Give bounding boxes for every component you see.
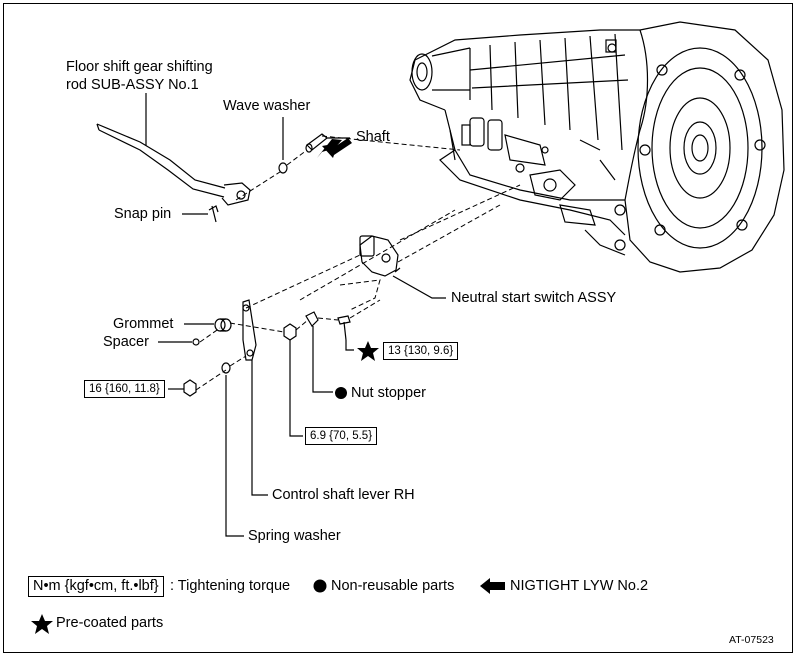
grommet-label: Grommet <box>113 316 174 332</box>
nut-stopper-part <box>305 311 333 393</box>
diagram-frame <box>3 3 793 653</box>
shift-rod <box>96 93 251 206</box>
legend-non-reusable-text: Non-reusable parts <box>331 578 455 594</box>
nut-stopper-dot-icon <box>335 387 347 399</box>
spring-washer-part <box>221 362 244 537</box>
star-icon-legend <box>31 614 53 634</box>
legend-tightening-text: : Tightening torque <box>170 578 291 594</box>
star-icon-bolt <box>357 341 379 361</box>
transmission-assembly <box>409 21 785 273</box>
spacer-part <box>158 338 200 346</box>
neutral-switch-label: Neutral start switch ASSY <box>451 290 617 306</box>
rod-label-line2: rod SUB-ASSY No.1 <box>66 77 199 93</box>
snap-pin-label: Snap pin <box>114 206 172 222</box>
figure-id: AT-07523 <box>729 634 774 646</box>
nut-mid-part <box>283 323 303 437</box>
nut-stopper-label: Nut stopper <box>351 385 426 401</box>
legend-units-box: N•m {kgf•cm, ft.•lbf} <box>28 576 164 597</box>
neutral-start-switch <box>359 235 446 299</box>
torque-box-nut-left: 16 {160, 11.8} <box>84 380 165 398</box>
legend-precoated-text: Pre-coated parts <box>56 615 164 631</box>
nigtight-arrow-icon <box>480 578 505 594</box>
wave-washer-part <box>278 117 288 174</box>
spacer-label: Spacer <box>103 334 149 350</box>
torque-box-nut-mid: 6.9 {70, 5.5} <box>305 427 378 445</box>
snap-pin <box>182 205 219 223</box>
legend-nigtight-text: NIGTIGHT LYW No.2 <box>510 578 649 594</box>
shaft-label: Shaft <box>356 129 390 145</box>
bolt-part <box>337 315 354 351</box>
assembly-guide-lines <box>195 135 521 391</box>
spring-washer-label: Spring washer <box>248 528 341 544</box>
nut-left-part <box>168 379 197 397</box>
control-shaft-lever <box>242 299 268 496</box>
non-reusable-dot-icon <box>313 579 327 593</box>
torque-box-bolt: 13 {130, 9.6} <box>383 342 459 360</box>
control-lever-label: Control shaft lever RH <box>272 487 415 503</box>
rod-label-line1: Floor shift gear shifting <box>66 59 213 75</box>
grommet-part <box>184 318 232 332</box>
nigtight-arrow-shaft <box>317 138 352 158</box>
wave-washer-label: Wave washer <box>223 98 311 114</box>
